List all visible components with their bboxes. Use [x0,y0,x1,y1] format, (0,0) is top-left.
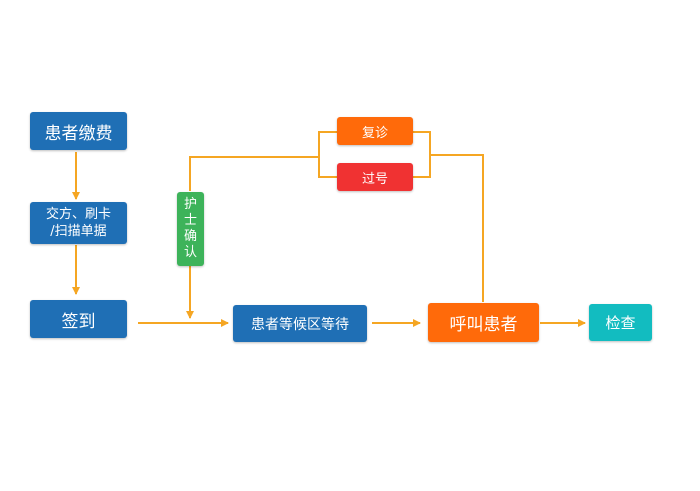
line-branch-right [412,131,431,178]
line-branch-left [318,131,338,178]
node-waiting-label: 患者等候区等待 [251,316,349,333]
node-nurse-confirm: 护 士 确 认 [177,192,204,266]
node-prescription-line1: 交方、刷卡 [45,207,111,222]
node-exam-label: 检查 [605,314,636,332]
node-nurse-char-4: 认 [183,245,197,260]
node-checkin: 签到 [30,300,127,338]
node-exam: 检查 [589,304,652,341]
node-call: 呼叫患者 [428,303,539,342]
node-waiting: 患者等候区等待 [233,305,367,342]
node-nurse-char-3: 确 [183,229,197,244]
line-call-up [430,154,484,302]
node-pay: 患者缴费 [30,112,127,150]
node-skip: 过号 [337,163,413,191]
node-prescription-line2: /扫描单据 [50,224,107,239]
node-checkin-label: 签到 [61,311,96,332]
node-revisit-label: 复诊 [361,125,388,141]
node-prescription: 交方、刷卡 /扫描单据 [30,202,127,244]
node-skip-label: 过号 [361,171,388,187]
node-pay-label: 患者缴费 [44,123,113,144]
node-nurse-char-1: 护 [183,197,197,212]
line-nurse-top [189,156,319,191]
node-call-label: 呼叫患者 [449,315,518,335]
node-revisit: 复诊 [337,117,413,145]
node-nurse-char-2: 士 [183,213,197,228]
